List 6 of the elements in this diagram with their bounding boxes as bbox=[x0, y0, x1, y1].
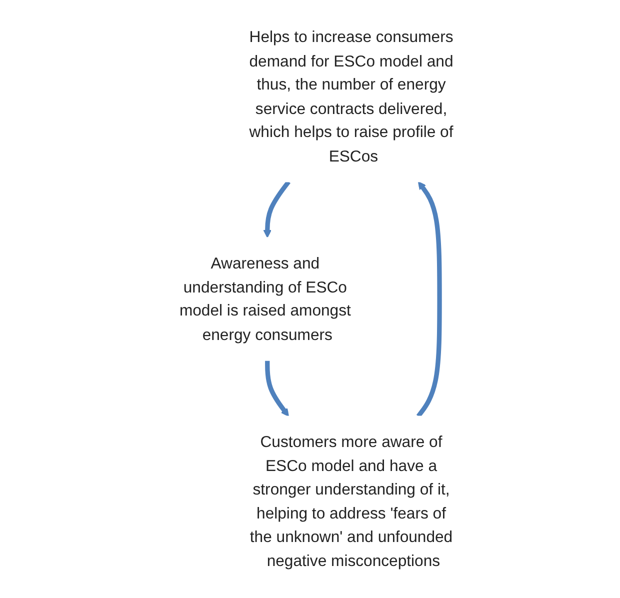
arrow bbox=[264, 360, 289, 417]
arrow bbox=[416, 181, 442, 418]
node-text: Helps to increase consumers demand for ESCo model and thus, the number of energy service contracts delivered, which helps to raise profile of ESCos bbox=[248, 28, 453, 165]
node-text: Customers more aware of ESCo model and have a stronger understanding of it, helping to address 'fears of the unknown' and unfounded negative misconceptions bbox=[249, 432, 452, 570]
arrow bbox=[262, 180, 290, 238]
node-text: Awareness and understanding of ESCo model is raised amongst energy consumers bbox=[179, 254, 350, 344]
